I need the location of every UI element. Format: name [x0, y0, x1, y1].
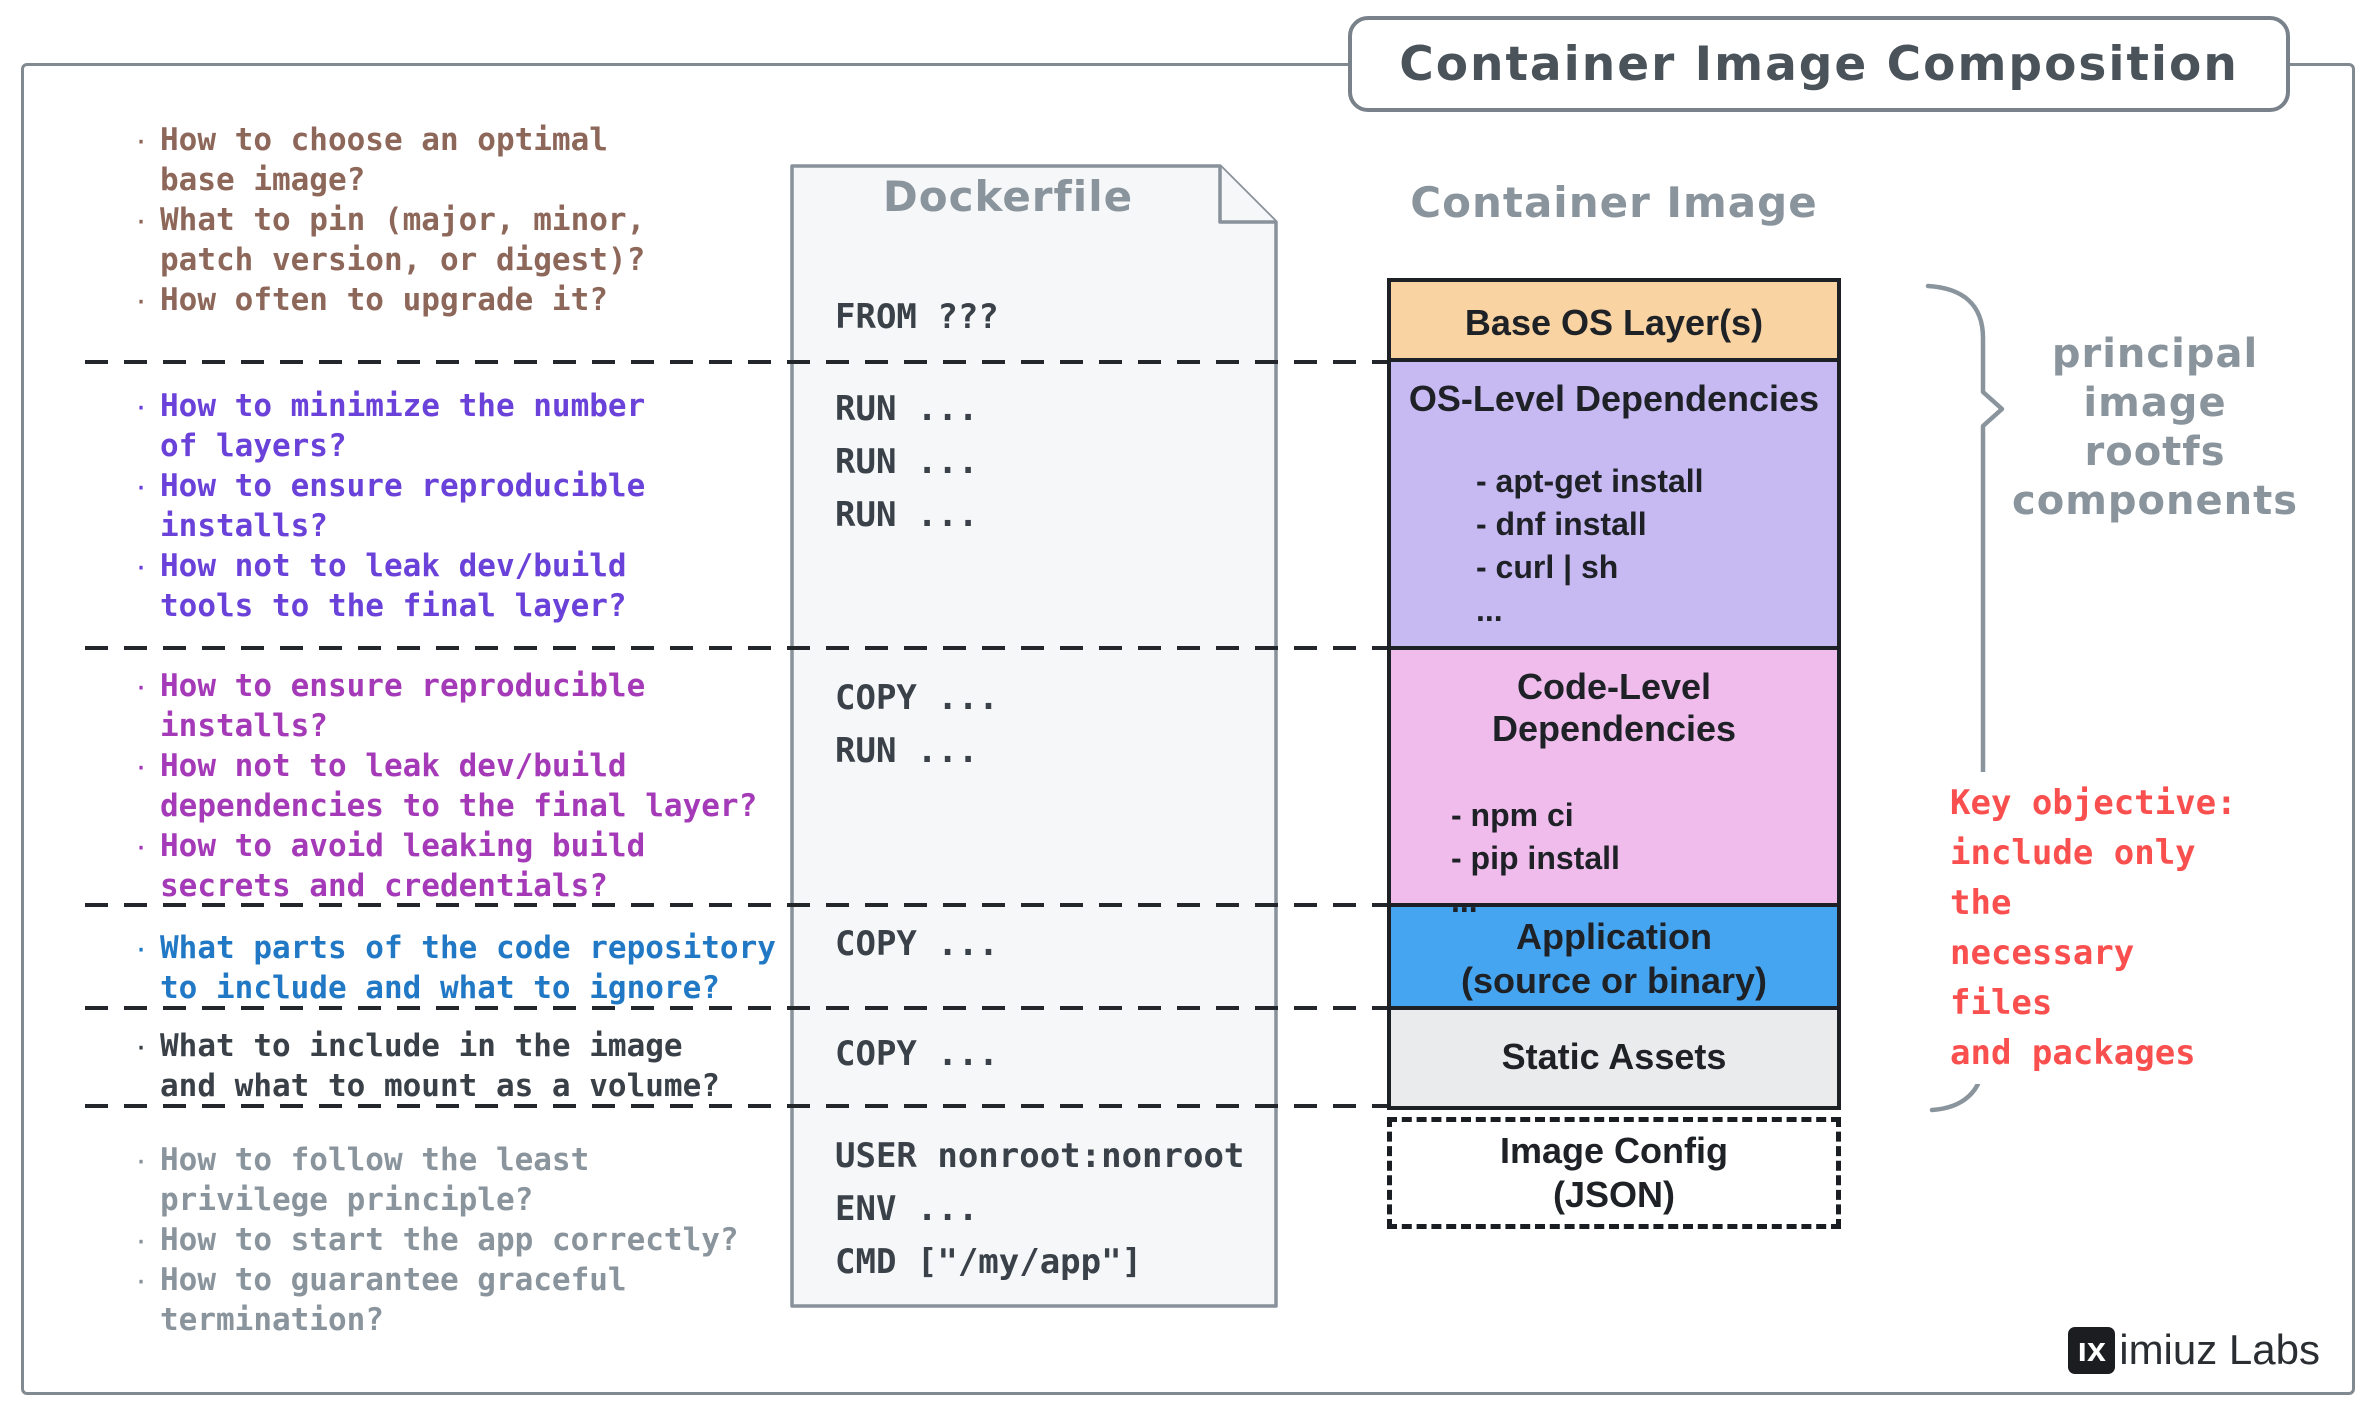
bullet-dot: ·	[135, 201, 147, 239]
diagram-frame	[21, 63, 2355, 1395]
bullet-dot: ·	[135, 281, 147, 319]
layer-os-level-deps: OS-Level Dependencies - apt-get install …	[1387, 358, 1841, 650]
dockerfile-copy-assets-section: COPY ...	[835, 1034, 999, 1074]
question-item: ·How to start the app correctly?	[122, 1220, 862, 1260]
question-group-base-image: ·How to choose an optimal base image? ·W…	[122, 120, 862, 320]
logo-mark-icon: ıx	[2068, 1326, 2116, 1374]
iximiuz-labs-logo: ıx imiuz Labs	[2068, 1326, 2320, 1374]
container-image-heading: Container Image	[1410, 178, 1818, 227]
question-item: ·What parts of the code repository to in…	[122, 928, 862, 1008]
dockerfile-heading: Dockerfile	[882, 172, 1134, 221]
dockerfile-copy-run-section: COPY ... RUN ...	[835, 678, 999, 771]
question-group-application: ·What parts of the code repository to in…	[122, 928, 862, 1008]
question-item: ·What to pin (major, minor, patch versio…	[122, 200, 862, 280]
bullet-dot: ·	[135, 667, 147, 705]
question-group-os-deps: ·How to minimize the number of layers? ·…	[122, 386, 862, 626]
dockerfile-run-section: RUN ... RUN ... RUN ...	[835, 389, 979, 535]
key-objective-note: Key objective: include only the necessar…	[1944, 772, 2254, 1084]
bullet-dot: ·	[135, 121, 147, 159]
section-divider-line	[85, 646, 1387, 650]
question-item: ·How to guarantee graceful termination?	[122, 1260, 862, 1340]
bullet-dot: ·	[135, 1141, 147, 1179]
dockerfile-copy-app-section: COPY ...	[835, 924, 999, 964]
question-item: ·How often to upgrade it?	[122, 280, 862, 320]
layer-label: OS-Level Dependencies	[1408, 378, 1820, 419]
question-item: ·How to choose an optimal base image?	[122, 120, 862, 200]
section-divider-line	[85, 1104, 1387, 1108]
question-item: ·How to ensure reproducible installs?	[122, 666, 862, 746]
question-item: ·What to include in the image and what t…	[122, 1026, 862, 1106]
dockerfile-config-section: USER nonroot:nonroot ENV ... CMD ["/my/a…	[835, 1136, 1245, 1282]
bullet-dot: ·	[135, 827, 147, 865]
question-item: ·How not to leak dev/build tools to the …	[122, 546, 862, 626]
question-group-code-deps: ·How to ensure reproducible installs? ·H…	[122, 666, 862, 906]
bullet-dot: ·	[135, 1221, 147, 1259]
logo-text: imiuz Labs	[2119, 1326, 2320, 1373]
container-image-stack: Base OS Layer(s) OS-Level Dependencies -…	[1387, 278, 1841, 1110]
dockerfile-from-section: FROM ???	[835, 297, 999, 337]
folded-corner-icon	[1218, 166, 1276, 224]
layer-label: Code-Level Dependencies	[1491, 666, 1737, 749]
bullet-dot: ·	[135, 387, 147, 425]
layer-static-assets: Static Assets	[1387, 1006, 1841, 1110]
layer-label: Application	[1516, 916, 1712, 957]
bullet-dot: ·	[135, 547, 147, 585]
question-item: ·How to avoid leaking build secrets and …	[122, 826, 862, 906]
layer-base-os: Base OS Layer(s)	[1387, 278, 1841, 362]
bullet-dot: ·	[135, 467, 147, 505]
question-group-runtime-config: ·How to follow the least privilege princ…	[122, 1140, 862, 1340]
layer-items: - npm ci - pip install ...	[1451, 797, 1620, 919]
question-item: ·How to minimize the number of layers?	[122, 386, 862, 466]
curly-brace	[1925, 283, 2005, 1113]
layer-code-level-deps: Code-Level Dependencies - npm ci - pip i…	[1387, 646, 1841, 919]
brace-annotation: principal image rootfs components	[2012, 331, 2298, 524]
dockerfile-document	[790, 164, 1278, 1308]
question-item: ·How to follow the least privilege princ…	[122, 1140, 862, 1220]
layer-application: Application (source or binary)	[1387, 903, 1841, 1010]
question-group-static-assets: ·What to include in the image and what t…	[122, 1026, 862, 1106]
bullet-dot: ·	[135, 1027, 147, 1065]
layer-label: Image Config (JSON)	[1499, 1130, 1728, 1215]
section-divider-line	[85, 360, 1387, 364]
question-item: ·How not to leak dev/build dependencies …	[122, 746, 862, 826]
layer-label: Static Assets	[1501, 1036, 1727, 1077]
bullet-dot: ·	[135, 747, 147, 785]
layer-image-config: Image Config (JSON)	[1387, 1117, 1841, 1229]
question-item: ·How to ensure reproducible installs?	[122, 466, 862, 546]
bullet-dot: ·	[135, 929, 147, 967]
diagram-title-box: Container Image Composition	[1348, 16, 2290, 112]
layer-label: Base OS Layer(s)	[1464, 302, 1764, 343]
bullet-dot: ·	[135, 1261, 147, 1299]
layer-items: - apt-get install - dnf install - curl |…	[1476, 463, 1704, 628]
section-divider-line	[85, 1006, 1387, 1010]
layer-sublabel: (source or binary)	[1460, 960, 1768, 1001]
section-divider-line	[85, 903, 1387, 907]
diagram-title: Container Image Composition	[1399, 36, 2239, 92]
